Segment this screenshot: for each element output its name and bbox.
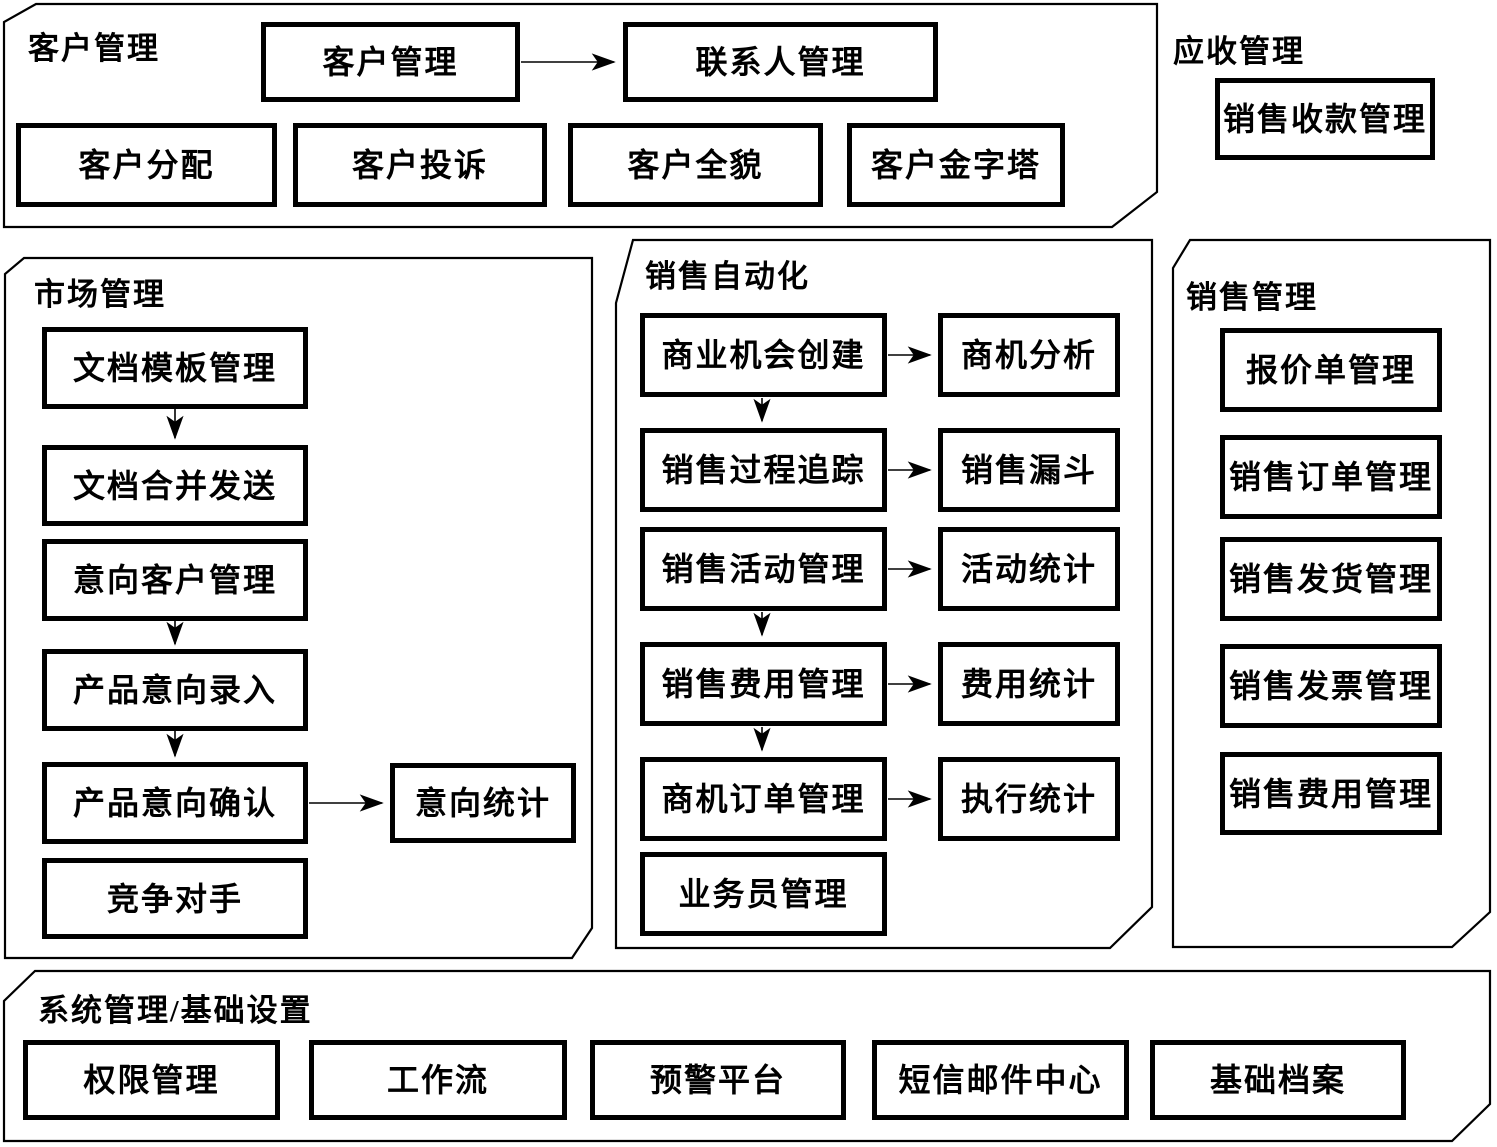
- node-basic-archive: 基础档案: [1150, 1040, 1406, 1120]
- node-doc-merge-send: 文档合并发送: [42, 445, 308, 526]
- node-doc-template-mgmt: 文档模板管理: [42, 327, 308, 409]
- node-product-intent-entry: 产品意向录入: [42, 649, 308, 731]
- node-customer-complaint: 客户投诉: [293, 123, 547, 207]
- node-sales-expense-mgmt-2: 销售费用管理: [1220, 752, 1442, 835]
- node-sales-invoice-mgmt: 销售发票管理: [1220, 644, 1442, 728]
- sales-automation-section-outline: [614, 238, 1154, 950]
- node-execution-stats: 执行统计: [938, 757, 1120, 841]
- node-intent-customer-mgmt: 意向客户管理: [42, 539, 308, 621]
- node-competitor: 竞争对手: [42, 858, 308, 939]
- node-sms-email-center: 短信邮件中心: [872, 1040, 1129, 1120]
- sales-management-section-outline: [1171, 238, 1492, 949]
- node-permission-mgmt: 权限管理: [23, 1040, 280, 1120]
- market-section-outline: [3, 256, 594, 960]
- node-customer-pyramid: 客户金字塔: [847, 123, 1065, 207]
- node-activity-stats: 活动统计: [938, 527, 1120, 611]
- system-section-outline: [2, 969, 1492, 1143]
- node-sales-receipt-mgmt: 销售收款管理: [1215, 78, 1435, 160]
- node-alert-platform: 预警平台: [590, 1040, 846, 1120]
- node-sales-funnel: 销售漏斗: [938, 428, 1120, 512]
- customer-section-outline: [2, 2, 1159, 229]
- node-workflow: 工作流: [309, 1040, 567, 1120]
- node-customer-assign: 客户分配: [16, 123, 277, 207]
- node-sales-order-mgmt: 销售订单管理: [1220, 435, 1442, 519]
- node-quotation-mgmt: 报价单管理: [1220, 328, 1442, 412]
- node-product-intent-confirm: 产品意向确认: [42, 762, 308, 844]
- node-opportunity-order-mgmt: 商机订单管理: [640, 757, 887, 841]
- node-expense-stats: 费用统计: [938, 642, 1120, 726]
- section-title-sales-automation: 销售自动化: [645, 259, 810, 294]
- node-sales-process-track: 销售过程追踪: [640, 428, 887, 512]
- node-biz-opportunity-create: 商业机会创建: [640, 313, 887, 397]
- node-sales-delivery-mgmt: 销售发货管理: [1220, 537, 1442, 621]
- node-opportunity-analysis: 商机分析: [938, 313, 1120, 397]
- section-title-sales-management: 销售管理: [1186, 280, 1318, 315]
- node-contact-mgmt: 联系人管理: [623, 22, 938, 102]
- node-customer-overview: 客户全貌: [568, 123, 823, 207]
- node-sales-activity-mgmt: 销售活动管理: [640, 527, 887, 611]
- node-customer-mgmt: 客户管理: [261, 22, 520, 102]
- section-title-customer: 客户管理: [28, 31, 160, 66]
- node-intent-stats: 意向统计: [390, 763, 576, 843]
- section-title-market: 市场管理: [34, 277, 166, 312]
- section-title-system: 系统管理/基础设置: [38, 993, 313, 1028]
- section-title-receivable: 应收管理: [1173, 34, 1305, 69]
- node-sales-expense-mgmt: 销售费用管理: [640, 642, 887, 726]
- node-salesman-mgmt: 业务员管理: [640, 852, 887, 936]
